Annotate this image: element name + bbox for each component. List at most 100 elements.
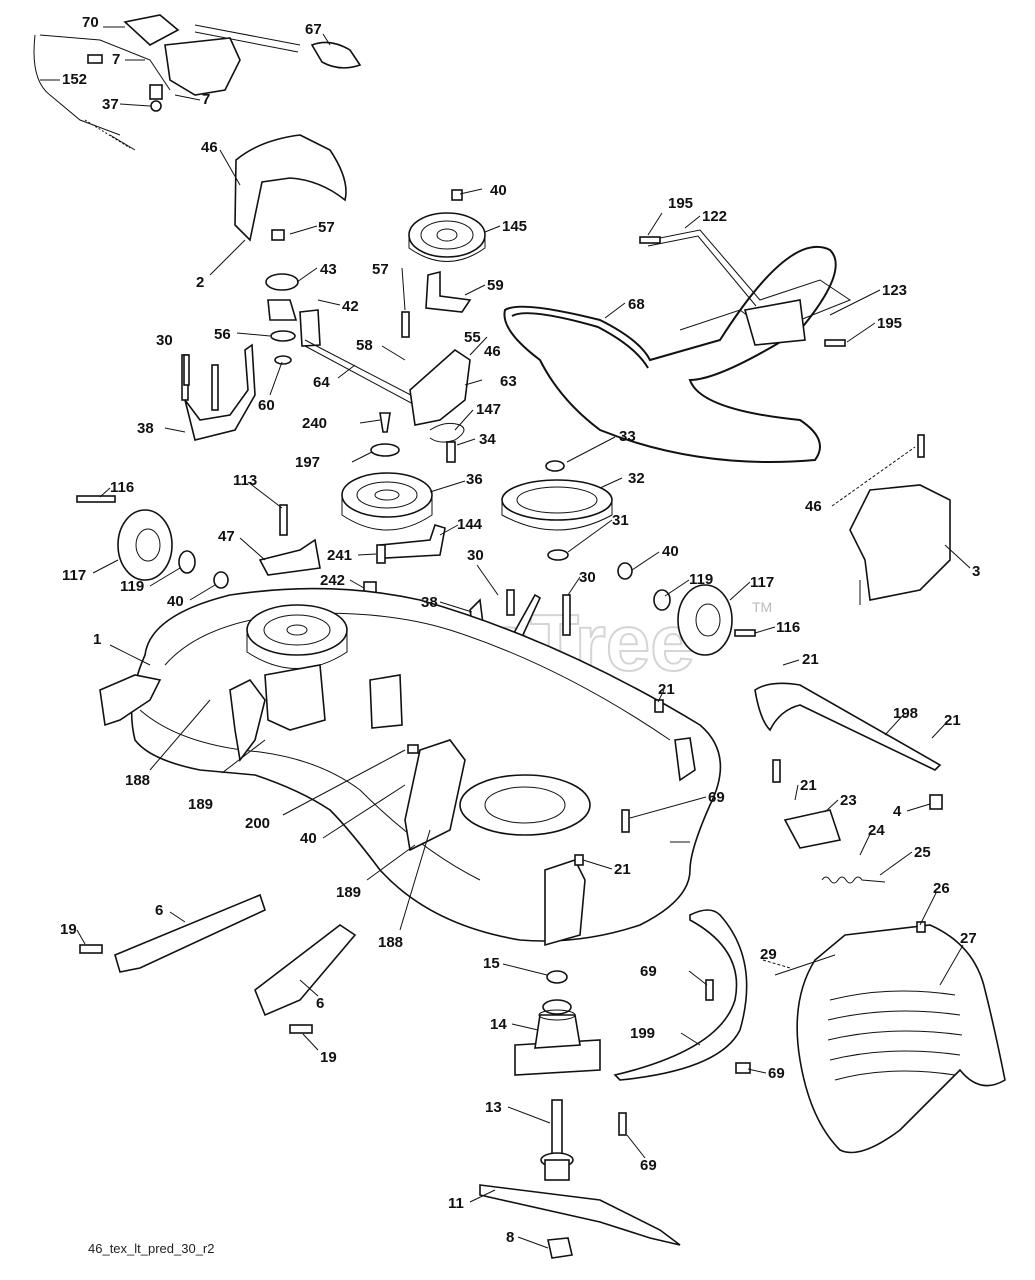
callout-21: 21 <box>614 861 631 878</box>
callout-19: 19 <box>60 921 77 938</box>
drawing-code: 46_tex_lt_pred_30_r2 <box>88 1241 215 1256</box>
spindle-housing-14 <box>514 1009 601 1076</box>
deck-bracket-front <box>544 859 586 947</box>
deck-bracket-189 <box>264 664 326 731</box>
callout-24: 24 <box>868 822 885 839</box>
callout-36: 36 <box>466 471 483 488</box>
callout-69: 69 <box>708 789 725 806</box>
gauge-wheel-right <box>617 562 756 656</box>
knob-67 <box>310 41 362 69</box>
idler-stack <box>265 273 431 413</box>
callout-144: 144 <box>457 516 483 533</box>
callout-63: 63 <box>500 373 517 390</box>
callout-57: 57 <box>318 219 335 236</box>
callout-40: 40 <box>662 543 679 560</box>
callout-23: 23 <box>840 792 857 809</box>
callout-13: 13 <box>485 1099 502 1116</box>
deck-bracket-188 <box>229 678 266 762</box>
watermark-trademark: TM <box>752 599 772 615</box>
callout-6: 6 <box>155 902 163 919</box>
callout-116: 116 <box>110 479 134 496</box>
callout-6: 6 <box>316 995 324 1012</box>
callout-188: 188 <box>125 772 150 789</box>
callout-64: 64 <box>313 374 330 391</box>
bolt-195-a <box>639 236 661 244</box>
callout-7: 7 <box>202 91 210 108</box>
deck-pulley <box>246 604 348 669</box>
bolt-19-b <box>289 1024 313 1034</box>
bracket-23 <box>783 809 842 849</box>
callout-11: 11 <box>448 1195 464 1212</box>
callout-46: 46 <box>201 139 218 156</box>
lift-link-38-left <box>184 343 256 441</box>
callout-46: 46 <box>805 498 822 515</box>
hanger-6-a <box>114 893 266 973</box>
callout-147: 147 <box>476 401 501 418</box>
bracket-47 <box>258 538 321 576</box>
callout-188: 188 <box>378 934 403 951</box>
bolt-19-a <box>79 944 103 954</box>
callout-113: 113 <box>233 472 257 489</box>
callout-21: 21 <box>800 777 817 794</box>
callout-116: 116 <box>776 619 800 636</box>
callout-189: 189 <box>188 796 213 813</box>
callout-40: 40 <box>490 182 507 199</box>
callout-40: 40 <box>300 830 317 847</box>
bolt-8 <box>547 1237 573 1259</box>
callout-67: 67 <box>305 21 322 38</box>
callout-37: 37 <box>102 96 119 113</box>
bracket-123 <box>743 299 806 346</box>
callout-195: 195 <box>668 195 693 212</box>
nut-15 <box>546 970 568 984</box>
idler-arm-55 <box>409 348 471 463</box>
callout-14: 14 <box>490 1016 507 1033</box>
callout-21: 21 <box>944 712 961 729</box>
deck-bracket-left <box>99 674 162 727</box>
callout-38: 38 <box>421 594 438 611</box>
callout-21: 21 <box>658 681 675 698</box>
drive-belt-68 <box>503 245 837 463</box>
callout-30: 30 <box>156 332 173 349</box>
callout-197: 197 <box>295 454 320 471</box>
washer-31 <box>547 549 569 561</box>
idler-pulley-145 <box>408 212 486 262</box>
deck-bracket-center <box>369 674 403 729</box>
callout-145: 145 <box>502 218 527 235</box>
callout-70: 70 <box>82 14 99 31</box>
callout-8: 8 <box>506 1229 514 1246</box>
deck-bracket-right <box>674 737 696 782</box>
callout-25: 25 <box>914 844 931 861</box>
callout-195: 195 <box>877 315 902 332</box>
callout-119: 119 <box>120 578 144 595</box>
callout-117: 117 <box>750 574 774 591</box>
callout-152: 152 <box>62 71 87 88</box>
callout-26: 26 <box>933 880 950 897</box>
callout-69: 69 <box>640 1157 657 1174</box>
callout-19: 19 <box>320 1049 337 1066</box>
pulley-36 <box>341 472 433 531</box>
callout-42: 42 <box>342 298 359 315</box>
callout-43: 43 <box>320 261 337 278</box>
bolt-30-a <box>183 354 190 386</box>
lift-linkage-assembly <box>33 14 301 151</box>
leader-lines <box>40 26 971 1249</box>
callout-58: 58 <box>356 337 373 354</box>
callout-7: 7 <box>112 51 120 68</box>
pivot-bolt-240 <box>379 412 391 433</box>
pulley-32 <box>501 479 613 531</box>
callout-40: 40 <box>167 593 184 610</box>
callout-30: 30 <box>467 547 484 564</box>
bolt-30-c <box>506 589 515 616</box>
callout-68: 68 <box>628 296 645 313</box>
gauge-wheel-left <box>76 495 229 589</box>
callout-3: 3 <box>972 563 980 580</box>
callout-56: 56 <box>214 326 231 343</box>
callout-30: 30 <box>579 569 596 586</box>
callout-34: 34 <box>479 431 496 448</box>
callout-117: 117 <box>62 567 86 584</box>
deck-bracket-188b <box>404 739 466 852</box>
callout-199: 199 <box>630 1025 655 1042</box>
callout-55: 55 <box>464 329 481 346</box>
callout-198: 198 <box>893 705 918 722</box>
